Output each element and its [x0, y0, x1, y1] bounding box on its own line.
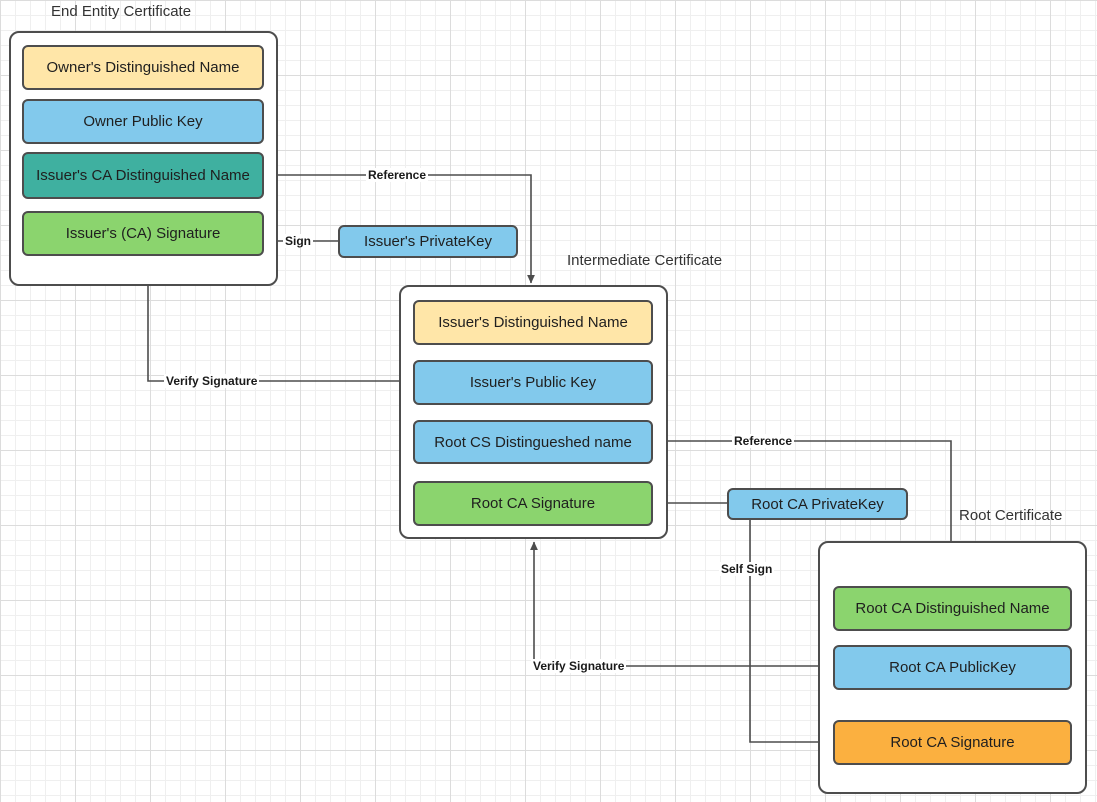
- edge-label-reference-top: Reference: [366, 168, 429, 182]
- end-entity-certificate-title: End Entity Certificate: [51, 3, 192, 20]
- field-root-ca-publickey[interactable]: Root CA PublicKey: [833, 645, 1072, 690]
- field-root-cs-distingueshed-name[interactable]: Root CS Distingueshed name: [413, 420, 653, 464]
- field-root-ca-distinguished-name[interactable]: Root CA Distinguished Name: [833, 586, 1072, 631]
- field-issuer-ca-distinguished-name[interactable]: Issuer's CA Distinguished Name: [22, 152, 264, 199]
- edge-label-verify-signature-bottom: Verify Signature: [531, 659, 627, 673]
- root-certificate-title: Root Certificate: [959, 507, 1063, 524]
- field-owner-public-key[interactable]: Owner Public Key: [22, 99, 264, 144]
- edge-label-reference-bottom: Reference: [732, 434, 795, 448]
- field-issuers-ca-signature[interactable]: Issuer's (CA) Signature: [22, 211, 264, 256]
- key-issuers-privatekey[interactable]: Issuer's PrivateKey: [338, 225, 518, 258]
- edge-label-self-sign: Self Sign: [719, 562, 775, 576]
- edge-label-verify-signature-top: Verify Signature: [164, 374, 260, 388]
- edge-verify-signature-bottom: [530, 541, 833, 667]
- intermediate-certificate-title: Intermediate Certificate: [567, 252, 723, 269]
- edge-self-sign: [749, 519, 829, 746]
- field-issuer-public-key[interactable]: Issuer's Public Key: [413, 360, 653, 405]
- field-root-ca-signature-root[interactable]: Root CA Signature: [833, 720, 1072, 765]
- field-owner-distinguished-name[interactable]: Owner's Distinguished Name: [22, 45, 264, 90]
- key-root-ca-privatekey[interactable]: Root CA PrivateKey: [727, 488, 908, 520]
- field-issuer-distinguished-name[interactable]: Issuer's Distinguished Name: [413, 300, 653, 345]
- edge-label-sign: Sign: [283, 234, 313, 248]
- field-root-ca-signature-intermediate[interactable]: Root CA Signature: [413, 481, 653, 526]
